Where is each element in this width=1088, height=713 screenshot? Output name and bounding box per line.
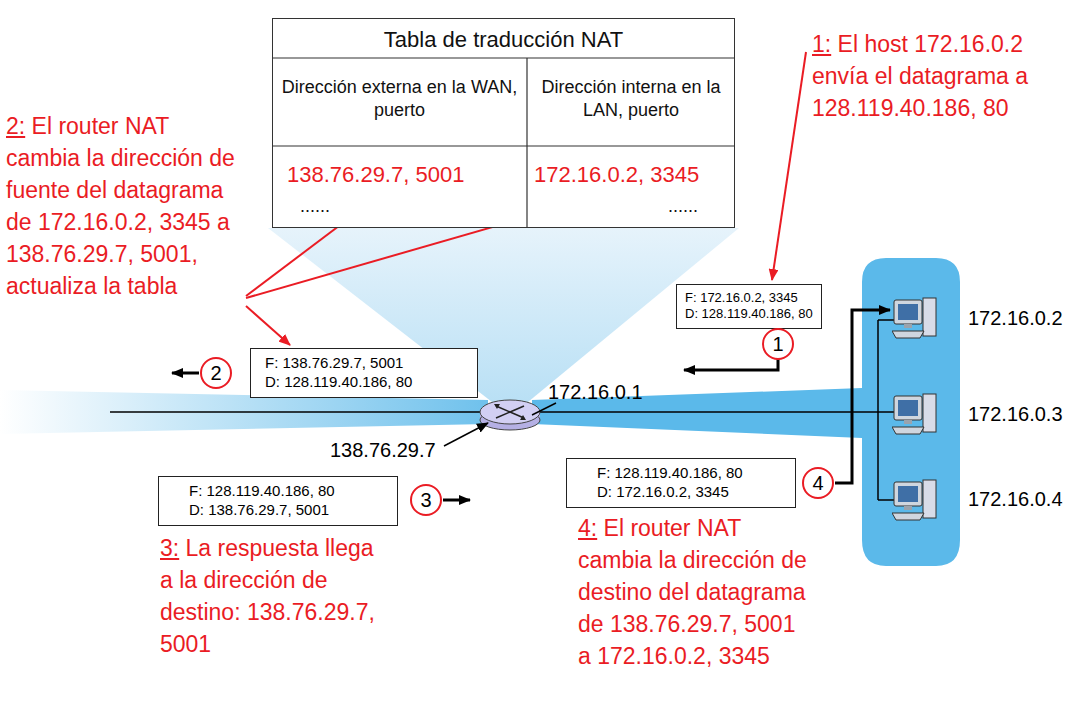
flow-arrow bbox=[172, 372, 199, 375]
router-symbol bbox=[494, 404, 500, 409]
table-cell: 172.16.0.2, 3345 bbox=[534, 162, 699, 188]
datagram-field: F: 138.76.29.7, 5001 bbox=[265, 354, 463, 373]
ip-address: 172.16.0.2 bbox=[968, 306, 1063, 330]
datagram-box: F: 128.119.40.186, 80D: 138.76.29.7, 500… bbox=[158, 476, 398, 526]
leader-line bbox=[444, 423, 488, 446]
table-rule bbox=[526, 58, 527, 228]
datagram-field: D: 128.119.40.186, 80 bbox=[265, 373, 463, 392]
step-circle: 4 bbox=[802, 467, 834, 499]
callout-number: 2 bbox=[210, 363, 221, 383]
datagram-box: F: 138.76.29.7, 5001D: 128.119.40.186, 8… bbox=[250, 348, 478, 398]
datagram-field: D: 128.119.40.186, 80 bbox=[685, 306, 813, 322]
step-note: 2: El router NAT cambia la dirección de … bbox=[6, 110, 238, 302]
step-circle: 1 bbox=[762, 328, 794, 360]
step-circle: 2 bbox=[200, 357, 232, 389]
table-rule bbox=[272, 57, 735, 58]
datagram-box: F: 128.119.40.186, 80D: 172.16.0.2, 3345 bbox=[566, 458, 796, 508]
table-header: Dirección interna en la LAN, puerto bbox=[527, 76, 735, 122]
datagram-box: F: 172.16.0.2, 3345D: 128.119.40.186, 80 bbox=[676, 284, 822, 329]
router-top bbox=[480, 400, 540, 424]
callout-number: 1 bbox=[772, 334, 783, 354]
host-computer bbox=[892, 480, 936, 520]
table-title: Tabla de traducción NAT bbox=[273, 19, 734, 53]
table-rule bbox=[272, 145, 735, 146]
ip-address: 172.16.0.1 bbox=[548, 380, 643, 404]
table-cell: ...... bbox=[668, 196, 698, 216]
datagram-field: F: 128.119.40.186, 80 bbox=[189, 482, 387, 501]
router-body bbox=[480, 412, 540, 420]
step-circle: 3 bbox=[410, 484, 442, 516]
datagram-field: D: 172.16.0.2, 3345 bbox=[597, 483, 785, 502]
datagram-field: D: 138.76.29.7, 5001 bbox=[189, 501, 387, 520]
table-cell: 138.76.29.7, 5001 bbox=[287, 162, 464, 188]
router-symbol bbox=[496, 406, 524, 418]
step-note: 1: El host 172.16.0.2 envía el datagrama… bbox=[812, 28, 1078, 124]
host-computer bbox=[892, 298, 936, 338]
step-note: 4: El router NAT cambia la dirección de … bbox=[578, 512, 810, 672]
lan-bus bbox=[877, 320, 879, 500]
router-symbol bbox=[496, 406, 524, 418]
table-cell: ...... bbox=[300, 196, 330, 216]
nat-router bbox=[480, 400, 540, 430]
callout-number: 4 bbox=[812, 473, 823, 493]
host-computer bbox=[892, 394, 936, 434]
leader-line bbox=[532, 403, 556, 415]
ip-address: 172.16.0.4 bbox=[968, 487, 1063, 511]
callout-number: 3 bbox=[420, 490, 431, 510]
flow-arrow bbox=[443, 499, 470, 502]
callout-leader bbox=[246, 306, 290, 345]
lan-branch bbox=[878, 499, 894, 501]
lan-link bbox=[538, 411, 894, 413]
flow-arrow bbox=[835, 310, 890, 483]
table-header: Dirección externa en la WAN, puerto bbox=[272, 76, 527, 122]
router-base bbox=[480, 410, 540, 430]
nat-table: Tabla de traducción NAT bbox=[272, 18, 735, 228]
ip-address: 138.76.29.7 bbox=[330, 438, 436, 462]
callout-leader bbox=[772, 52, 806, 280]
datagram-field: F: 172.16.0.2, 3345 bbox=[685, 290, 813, 306]
step-note: 3: La respuesta llega a la dirección de … bbox=[160, 532, 382, 660]
lan-branch bbox=[878, 319, 894, 321]
ip-address: 172.16.0.3 bbox=[968, 402, 1063, 426]
datagram-field: F: 128.119.40.186, 80 bbox=[597, 464, 785, 483]
wan-link bbox=[110, 411, 482, 413]
router-symbol bbox=[520, 415, 526, 420]
